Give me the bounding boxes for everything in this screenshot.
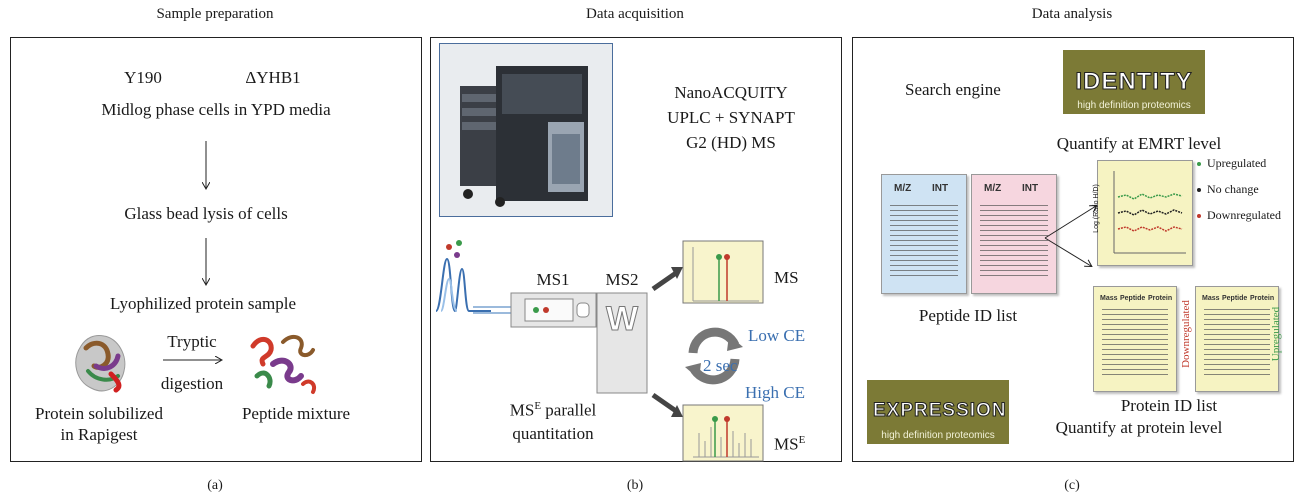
panel-b-caption: (b) bbox=[626, 478, 644, 493]
instrument-line-1: NanoACQUITY bbox=[674, 83, 788, 102]
peptide-list-doc-1: M/Z INT bbox=[881, 174, 967, 294]
panel-c-caption: (c) bbox=[1064, 478, 1080, 493]
panel-b-data-acquisition: NanoACQUITY UPLC + SYNAPT G2 (HD) MS bbox=[430, 37, 842, 462]
peptide-mixture-icon bbox=[250, 334, 316, 394]
legend-dot-nochange bbox=[1197, 188, 1201, 192]
label-cycle-time: 2 sec bbox=[703, 356, 738, 375]
label-protein-id-list: Protein ID list bbox=[1120, 396, 1218, 415]
label-search-engine: Search engine bbox=[905, 80, 1001, 99]
label-high-ce: High CE bbox=[745, 383, 805, 402]
label-mse: MSE bbox=[774, 434, 806, 454]
label-tryptic: Tryptic bbox=[167, 332, 217, 351]
instrument-photo bbox=[439, 43, 613, 217]
identity-logo-text: IDENTITY bbox=[1075, 68, 1193, 96]
label-quantify-protein: Quantify at protein level bbox=[1055, 418, 1223, 437]
label-mse-parallel: MSE parallel bbox=[509, 400, 597, 420]
label-ms2: MS2 bbox=[605, 270, 639, 289]
label-in-rapigest: in Rapigest bbox=[60, 425, 138, 444]
strain-y190: Y190 bbox=[124, 68, 162, 87]
step-midlog-cells: Midlog phase cells in YPD media bbox=[101, 100, 331, 119]
instrument-line-2: UPLC + SYNAPT bbox=[667, 108, 795, 127]
plot-axis-label: Log (Ratio H/D) bbox=[1092, 184, 1100, 233]
label-low-ce: Low CE bbox=[748, 326, 806, 345]
panel-a-sample-preparation: Y190 ΔYHB1 Midlog phase cells in YPD med… bbox=[10, 37, 422, 462]
expression-logo-text: EXPRESSION bbox=[873, 400, 1007, 422]
strain-delta-yhb1: ΔYHB1 bbox=[245, 68, 301, 87]
panel-a-arrows bbox=[163, 141, 421, 461]
panel-a-caption: (a) bbox=[207, 478, 223, 493]
branch-arrows bbox=[1044, 38, 1293, 461]
legend-downregulated: Downregulated bbox=[1207, 208, 1281, 222]
ms2-logo-w: W bbox=[605, 300, 639, 339]
label-digestion: digestion bbox=[160, 374, 224, 393]
label-ms1: MS1 bbox=[536, 270, 570, 289]
regulation-plot-doc: Log (Ratio H/D) bbox=[1093, 160, 1193, 266]
label-peptide-mixture: Peptide mixture bbox=[241, 404, 351, 423]
label-quantify-emrt: Quantify at EMRT level bbox=[1056, 134, 1222, 153]
legend-dot-up bbox=[1197, 162, 1201, 166]
step-glass-bead-lysis: Glass bead lysis of cells bbox=[124, 204, 288, 223]
expression-logo: EXPRESSION high definition proteomics bbox=[867, 380, 1009, 444]
ms-schematic bbox=[435, 240, 764, 462]
panel-b-header: Data acquisition bbox=[586, 6, 684, 22]
identity-logo-sub: high definition proteomics bbox=[1077, 100, 1191, 111]
label-upregulated-vertical: Upregulated bbox=[1270, 306, 1282, 362]
label-protein-solubilized: Protein solubilized bbox=[35, 404, 163, 423]
panel-c-data-analysis: Search engine IDENTITY high definition p… bbox=[852, 37, 1294, 462]
protein-structure-icon bbox=[75, 335, 126, 393]
legend-no-change: No change bbox=[1207, 182, 1259, 196]
protein-list-doc-up: Mass Peptide Protein bbox=[1195, 286, 1279, 392]
legend-upregulated: Upregulated bbox=[1207, 156, 1267, 170]
label-ms: MS bbox=[774, 268, 799, 287]
label-downregulated-vertical: Downregulated bbox=[1180, 300, 1192, 368]
legend-dot-down bbox=[1197, 214, 1201, 218]
label-quantitation: quantitation bbox=[512, 424, 594, 443]
peptide-list-doc-2: M/Z INT bbox=[971, 174, 1057, 294]
expression-logo-sub: high definition proteomics bbox=[881, 430, 995, 441]
instrument-line-3: G2 (HD) MS bbox=[686, 133, 776, 152]
panel-c-header: Data analysis bbox=[1031, 6, 1113, 22]
panel-a-header: Sample preparation bbox=[156, 6, 274, 22]
protein-list-doc-down: Mass Peptide Protein bbox=[1093, 286, 1177, 392]
identity-logo: IDENTITY high definition proteomics bbox=[1063, 50, 1205, 114]
step-lyophilized-sample: Lyophilized protein sample bbox=[109, 294, 297, 313]
label-peptide-id-list: Peptide ID list bbox=[918, 306, 1018, 325]
